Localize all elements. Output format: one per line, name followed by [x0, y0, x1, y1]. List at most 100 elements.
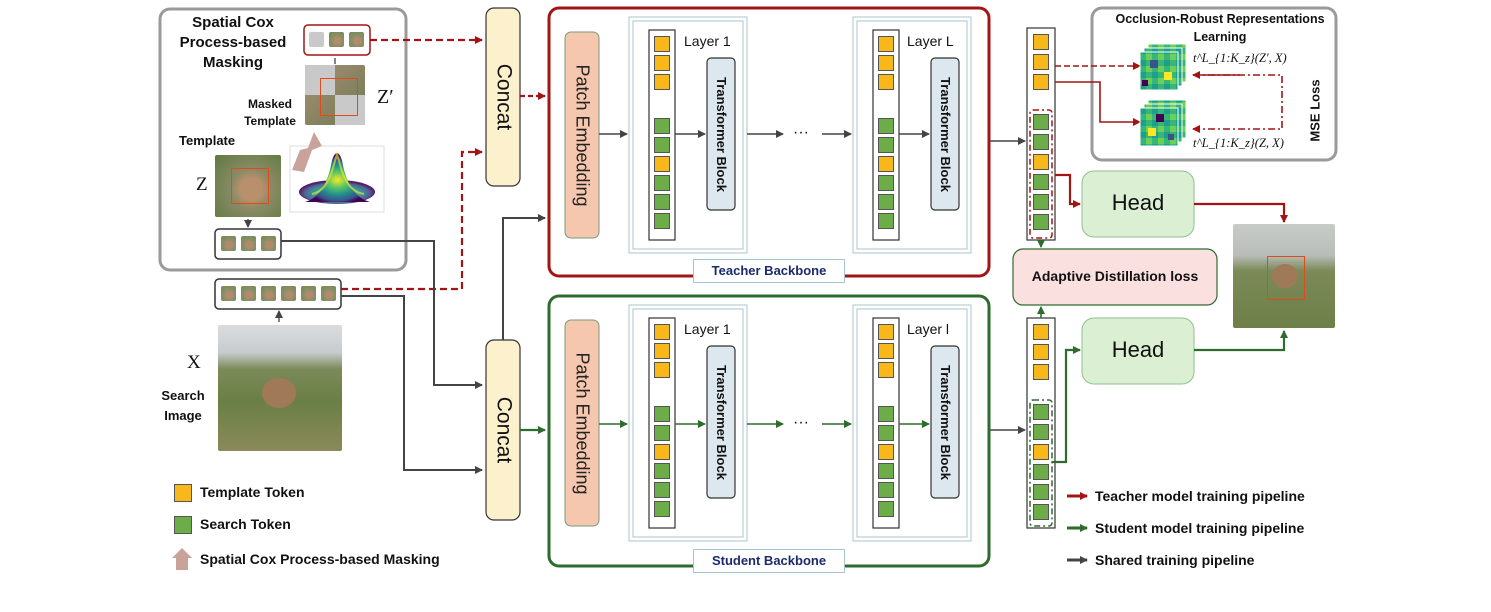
masked-template-bbox: [320, 78, 358, 116]
search-token-square: [878, 463, 894, 479]
search-rabbit: [262, 378, 296, 408]
search-token-square: [654, 501, 670, 517]
mask-patch: [335, 95, 365, 125]
template-token-square: [1033, 364, 1049, 380]
masking-arrow-shape: [292, 132, 322, 172]
template-bbox: [231, 168, 269, 204]
search-token-square: [1033, 174, 1049, 190]
template-token-square: [1033, 54, 1049, 70]
search-token-square: [1033, 464, 1049, 480]
masked-template-token: [329, 32, 344, 47]
search-token-square: [654, 463, 670, 479]
feature-map-masked: [1139, 43, 1187, 91]
occlusion-box: [1090, 6, 1338, 162]
transformer-block-student-l: [930, 345, 960, 499]
search-token-square: [654, 194, 670, 210]
transformer-block-teacher-L: [930, 57, 960, 211]
output-rabbit: [1272, 264, 1298, 288]
teacher-layer-1-label: Layer 1: [684, 33, 731, 49]
adaptive-distillation-label: Adaptive Distillation loss: [1031, 268, 1199, 284]
masked-template-token: [349, 32, 364, 47]
transformer-label-s1: Transformer Block: [713, 364, 729, 480]
template-token-square: [1033, 74, 1049, 90]
search-token-square: [878, 213, 894, 229]
mse-loss-label: MSE Loss: [1307, 78, 1323, 142]
z-symbol: Z: [196, 174, 208, 195]
template-token-square: [878, 74, 894, 90]
student-backbone-title: Student Backbone: [693, 549, 845, 573]
template-token-square: [654, 444, 670, 460]
teacher-layer-ellipsis: ···: [793, 124, 809, 141]
transformer-label-t1: Transformer Block: [713, 76, 729, 192]
patch-embedding-label-teacher: Patch Embedding: [572, 63, 593, 207]
legend-search-token: Search Token: [200, 516, 291, 532]
template-token-square: [1033, 324, 1049, 340]
template-token-square: [878, 444, 894, 460]
search-token-square: [1033, 214, 1049, 230]
template-token-square: [654, 324, 670, 340]
legend-template-token: Template Token: [200, 484, 305, 500]
transformer-block-teacher-1: [706, 57, 736, 211]
search-token-square: [1033, 504, 1049, 520]
legend-shared-pipeline: Shared training pipeline: [1095, 552, 1255, 568]
teacher-backbone-title: Teacher Backbone: [693, 259, 845, 283]
search-token-square: [878, 194, 894, 210]
concat-label-top: Concat: [492, 63, 516, 131]
template-token-square: [654, 36, 670, 52]
search-token-thumb: [261, 286, 276, 301]
search-token-square: [654, 175, 670, 191]
search-token-square: [654, 118, 670, 134]
search-token-square: [654, 406, 670, 422]
search-token-square: [878, 482, 894, 498]
search-token-square: [878, 118, 894, 134]
search-token-square: [878, 501, 894, 517]
search-token-square: [654, 213, 670, 229]
teacher-layer-1-box: [628, 16, 748, 254]
template-token-square: [878, 55, 894, 71]
search-token-square: [1033, 134, 1049, 150]
template-token: [221, 236, 236, 251]
template-token-square: [1033, 344, 1049, 360]
transformer-block-student-1: [706, 345, 736, 499]
template-token-square: [654, 55, 670, 71]
template-token: [241, 236, 256, 251]
search-token-square: [878, 406, 894, 422]
student-layer-1-box: [628, 304, 748, 542]
masked-template-label: Masked Template: [244, 97, 296, 128]
search-token-thumb: [281, 286, 296, 301]
search-token-square: [878, 425, 894, 441]
student-layer-l-box: [852, 304, 972, 542]
student-head-label: Head: [1111, 337, 1165, 362]
legend-search-swatch: [174, 516, 192, 534]
concat-label-bottom: Concat: [492, 396, 516, 464]
masking-title: Spatial Cox Process-based Masking: [179, 14, 287, 71]
feature-map-clean: [1139, 99, 1187, 147]
template-token-square: [1033, 34, 1049, 50]
search-token-square: [878, 175, 894, 191]
template-token-square: [878, 362, 894, 378]
search-token-square: [878, 137, 894, 153]
template-token-square: [654, 343, 670, 359]
adaptive-distillation-box: [1012, 248, 1218, 306]
transformer-label-sl: Transformer Block: [937, 364, 953, 480]
template-token-square: [654, 362, 670, 378]
search-token-thumb: [221, 286, 236, 301]
masked-template-token: [309, 32, 324, 47]
student-layer-l-label: Layer l: [907, 321, 950, 337]
teacher-head-label: Head: [1111, 190, 1165, 215]
patch-embedding-teacher: [564, 31, 600, 239]
occlusion-title: Occlusion-Robust Representations Learnin…: [1115, 12, 1325, 44]
student-layer-1-label: Layer 1: [684, 321, 731, 337]
output-bbox: [1267, 256, 1305, 300]
template-token-square: [1033, 154, 1049, 170]
search-token-square: [654, 137, 670, 153]
legend-template-swatch: [174, 484, 192, 502]
legend-student-pipeline: Student model training pipeline: [1095, 520, 1305, 536]
template-token-square: [654, 74, 670, 90]
template-token-square: [878, 156, 894, 172]
template-token-square: [878, 324, 894, 340]
student-layer-ellipsis: ···: [793, 414, 809, 431]
search-token-square: [654, 425, 670, 441]
search-token-thumb: [241, 286, 256, 301]
x-symbol: X: [187, 352, 201, 373]
